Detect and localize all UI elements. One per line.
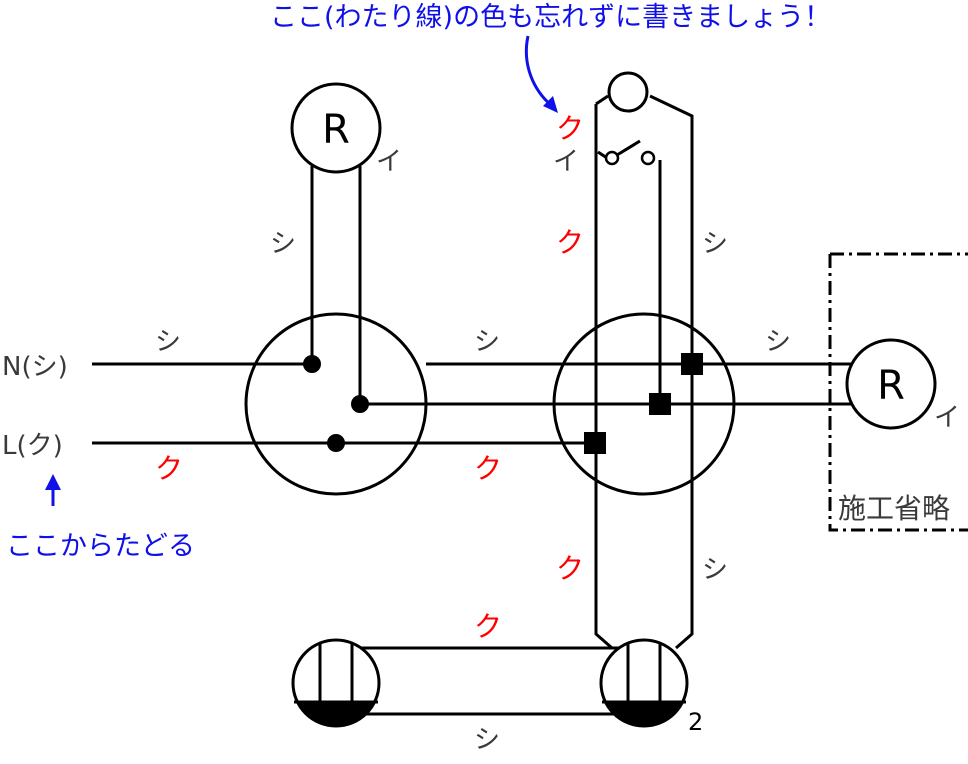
note-arrow-head xyxy=(543,96,558,113)
wire-label-ku: ク xyxy=(556,226,584,259)
omitted-area-border xyxy=(828,252,968,532)
loop-top-left xyxy=(595,94,609,106)
outlet-1 xyxy=(291,638,381,728)
wire-label-shi: シ xyxy=(474,327,500,357)
crossover-wire-ku-label: ク xyxy=(556,112,584,145)
lamp-1-letter: R xyxy=(322,107,350,153)
wire-label-shi: シ xyxy=(702,555,728,585)
start-here-note: ここからたどる xyxy=(6,531,195,562)
lamp-2-letter: R xyxy=(877,363,905,409)
outlet-count-label: 2 xyxy=(688,708,703,736)
wire-label-ku: ク xyxy=(474,452,502,485)
wire-label-shi: シ xyxy=(474,725,500,755)
lamp-2 xyxy=(845,338,937,430)
switch-pilot-lamp xyxy=(607,71,649,113)
junction-2-live-connector xyxy=(584,432,606,454)
junction-2-return-connector xyxy=(649,393,671,415)
switch-mark: イ xyxy=(553,147,579,177)
wire-label-shi: シ xyxy=(155,327,181,357)
wire-label-shi: シ xyxy=(702,229,728,259)
note-arrow-shaft xyxy=(524,35,553,108)
wire-label-shi: シ xyxy=(270,229,296,259)
start-arrow-head xyxy=(45,474,61,490)
loop-left-wire xyxy=(594,104,613,650)
lamp-1 xyxy=(290,82,382,174)
neutral-source-label: N(シ) xyxy=(2,352,68,382)
wire-label-ku: ク xyxy=(556,552,584,585)
switch-contact xyxy=(604,150,620,166)
live-source-label: L(ク) xyxy=(2,431,63,461)
wire-label-shi: シ xyxy=(765,327,791,357)
switch-lever xyxy=(616,139,641,157)
junction-2-neutral-connector xyxy=(681,353,703,375)
switch-contact xyxy=(640,150,656,166)
lamp-1-switch-mark: イ xyxy=(376,147,402,177)
wire-label-ku: ク xyxy=(155,452,183,485)
omitted-area-label: 施工省略 xyxy=(838,492,950,525)
crossover-wire-note: ここ(わたり線)の色も忘れずに書きましょう！ xyxy=(270,2,831,33)
lamp-2-switch-mark: イ xyxy=(934,403,960,433)
wire-label-ku: ク xyxy=(474,610,502,643)
outlet-2 xyxy=(599,638,689,728)
